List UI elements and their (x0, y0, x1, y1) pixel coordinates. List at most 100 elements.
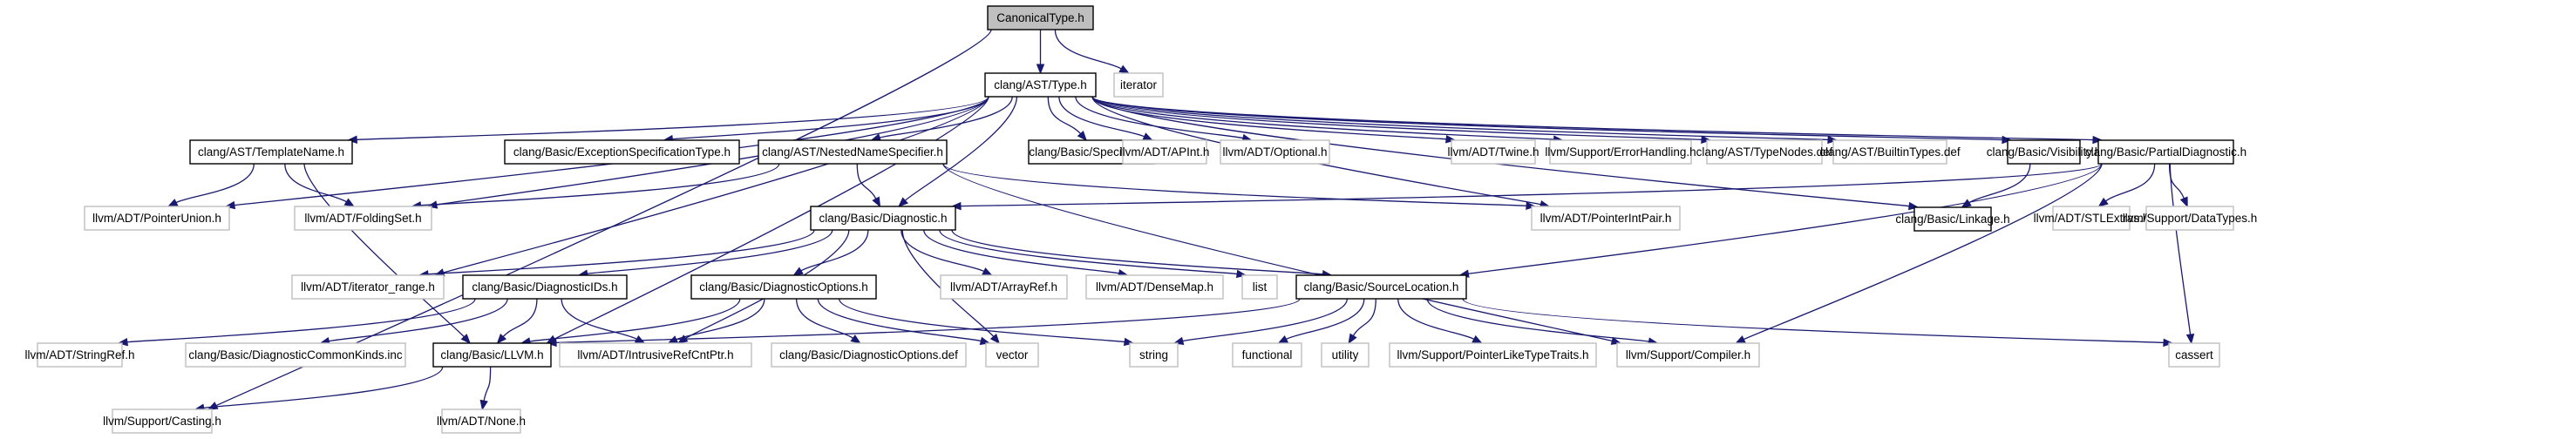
node-box[interactable] (189, 139, 353, 165)
node-box[interactable] (2007, 139, 2081, 165)
arrowhead-icon (2185, 334, 2195, 345)
node-box (940, 274, 1068, 300)
node-arrayref: llvm/ADT/ArrayRef.h (940, 274, 1068, 300)
node-box (112, 409, 213, 434)
arrowhead-icon (1701, 135, 1712, 144)
arrowhead-icon (634, 334, 646, 344)
arrowhead-icon (1735, 335, 1746, 344)
arrowhead-icon (1118, 64, 1130, 74)
edge-diagnostic-to-densemap (923, 229, 1129, 278)
node-label: clang/Basic/SourceLocation.h (1304, 280, 1459, 294)
node-label: clang/Basic/Diagnostic.h (819, 212, 947, 225)
node-datatypes: llvm/Support/DataTypes.h (2123, 206, 2257, 231)
edge-type-to-typenodes (1091, 96, 1712, 144)
node-linkage[interactable]: clang/Basic/Linkage.h (1895, 206, 2010, 232)
node-exceptionspec[interactable]: clang/Basic/ExceptionSpecificationType.h (504, 139, 740, 165)
arrowhead-icon (872, 196, 881, 208)
edge-diagopts-to-string (839, 298, 1135, 347)
node-label: iterator (1120, 78, 1158, 91)
edge-line (923, 229, 1119, 274)
node-box (771, 342, 967, 368)
arrowhead-icon (167, 199, 179, 207)
node-none: llvm/ADT/None.h (437, 409, 526, 434)
node-box[interactable] (504, 139, 740, 165)
node-box (1549, 139, 1692, 165)
node-box[interactable] (810, 206, 956, 231)
node-llvmh[interactable]: clang/Basic/LLVM.h (432, 342, 552, 368)
edge-type-to-iteratorrange (433, 96, 989, 277)
node-label: llvm/ADT/PointerUnion.h (92, 212, 221, 225)
edge-line (175, 163, 255, 204)
node-sourceloc[interactable]: clang/Basic/SourceLocation.h (1295, 274, 1467, 300)
node-box[interactable] (462, 274, 628, 300)
node-label: clang/AST/TypeNodes.def (1696, 145, 1833, 159)
node-pointerliketypetraits: llvm/Support/PointerLikeTypeTraits.h (1389, 342, 1597, 368)
node-nns[interactable]: clang/AST/NestedNameSpecifier.h (758, 139, 948, 165)
node-box[interactable] (1913, 206, 1992, 232)
node-box[interactable] (432, 342, 552, 368)
edge-line (1054, 29, 1122, 70)
edge-templatename-to-llvmh (303, 163, 472, 344)
node-label: utility (1332, 348, 1359, 361)
node-label: clang/Basic/DiagnosticIDs.h (472, 280, 617, 294)
arrowhead-icon (1142, 132, 1153, 141)
node-pointerintpair: llvm/ADT/PointerIntPair.h (1531, 206, 1681, 231)
node-box (2052, 206, 2131, 231)
edge-line (1352, 298, 1376, 336)
node-box (1220, 139, 1330, 165)
node-label: llvm/Support/PointerLikeTypeTraits.h (1397, 348, 1588, 361)
edge-templatename-to-foldingset (284, 163, 356, 207)
node-box[interactable] (690, 274, 877, 300)
edge-line (1091, 96, 1703, 140)
node-type[interactable]: clang/AST/Type.h (984, 72, 1097, 98)
node-templatename[interactable]: clang/AST/TemplateName.h (189, 139, 353, 165)
node-label: clang/Basic/DiagnosticOptions.h (699, 280, 868, 294)
edge-sourceloc-to-pointerliketypetraits (1397, 298, 1483, 344)
node-label: llvm/ADT/iterator_range.h (301, 280, 435, 294)
node-partialdiag[interactable]: clang/Basic/PartialDiagnostic.h (2085, 139, 2246, 165)
node-casting: llvm/Support/Casting.h (103, 409, 221, 434)
node-optional: llvm/ADT/Optional.h (1220, 139, 1330, 165)
node-box[interactable] (987, 5, 1094, 30)
node-builtintypes: clang/AST/BuiltinTypes.def (1819, 139, 1961, 165)
edge-type-to-builtintypes (1091, 96, 1839, 145)
node-box (1129, 342, 1179, 368)
edge-line (672, 96, 989, 140)
edge-sourceloc-to-cassert (1462, 298, 2174, 348)
node-visibility[interactable]: clang/Basic/Visibility.h (1987, 139, 2102, 165)
node-box (1122, 139, 1207, 165)
node-foldingset: llvm/ADT/FoldingSet.h (294, 206, 432, 231)
node-label: cassert (2175, 348, 2213, 361)
edge-line (483, 366, 492, 402)
edge-line (2169, 163, 2192, 335)
edge-line (1968, 163, 2031, 204)
node-box[interactable] (2097, 139, 2234, 165)
node-diagnostic[interactable]: clang/Basic/Diagnostic.h (810, 206, 956, 231)
node-label: clang/Basic/DiagnosticCommonKinds.inc (188, 348, 403, 361)
edge-line (561, 298, 637, 340)
edge-line (357, 96, 989, 140)
edge-line (839, 298, 1125, 343)
node-box[interactable] (758, 139, 948, 165)
edge-partialdiag-to-datatypes (2168, 163, 2188, 208)
edge-line (1182, 298, 1348, 342)
node-diagopts[interactable]: clang/Basic/DiagnosticOptions.h (690, 274, 877, 300)
node-diagids[interactable]: clang/Basic/DiagnosticIDs.h (462, 274, 628, 300)
node-box (37, 342, 123, 368)
node-label: clang/AST/TemplateName.h (198, 145, 344, 159)
node-box[interactable] (1295, 274, 1467, 300)
arrowhead-icon (1036, 64, 1045, 75)
node-box (2145, 206, 2234, 231)
node-box (84, 206, 230, 231)
node-label: llvm/Support/Casting.h (103, 415, 221, 428)
node-box[interactable] (984, 72, 1097, 98)
edge-line (587, 229, 833, 274)
edge-llvmh-to-none (479, 366, 492, 411)
edge-nns-to-compiler (942, 163, 1622, 345)
node-box (294, 206, 432, 231)
edge-line (817, 298, 982, 342)
node-box (1113, 72, 1164, 98)
node-canonical[interactable]: CanonicalType.h (987, 5, 1094, 30)
edge-partialdiag-to-cassert (2169, 163, 2195, 345)
arrowhead-icon (343, 198, 356, 207)
